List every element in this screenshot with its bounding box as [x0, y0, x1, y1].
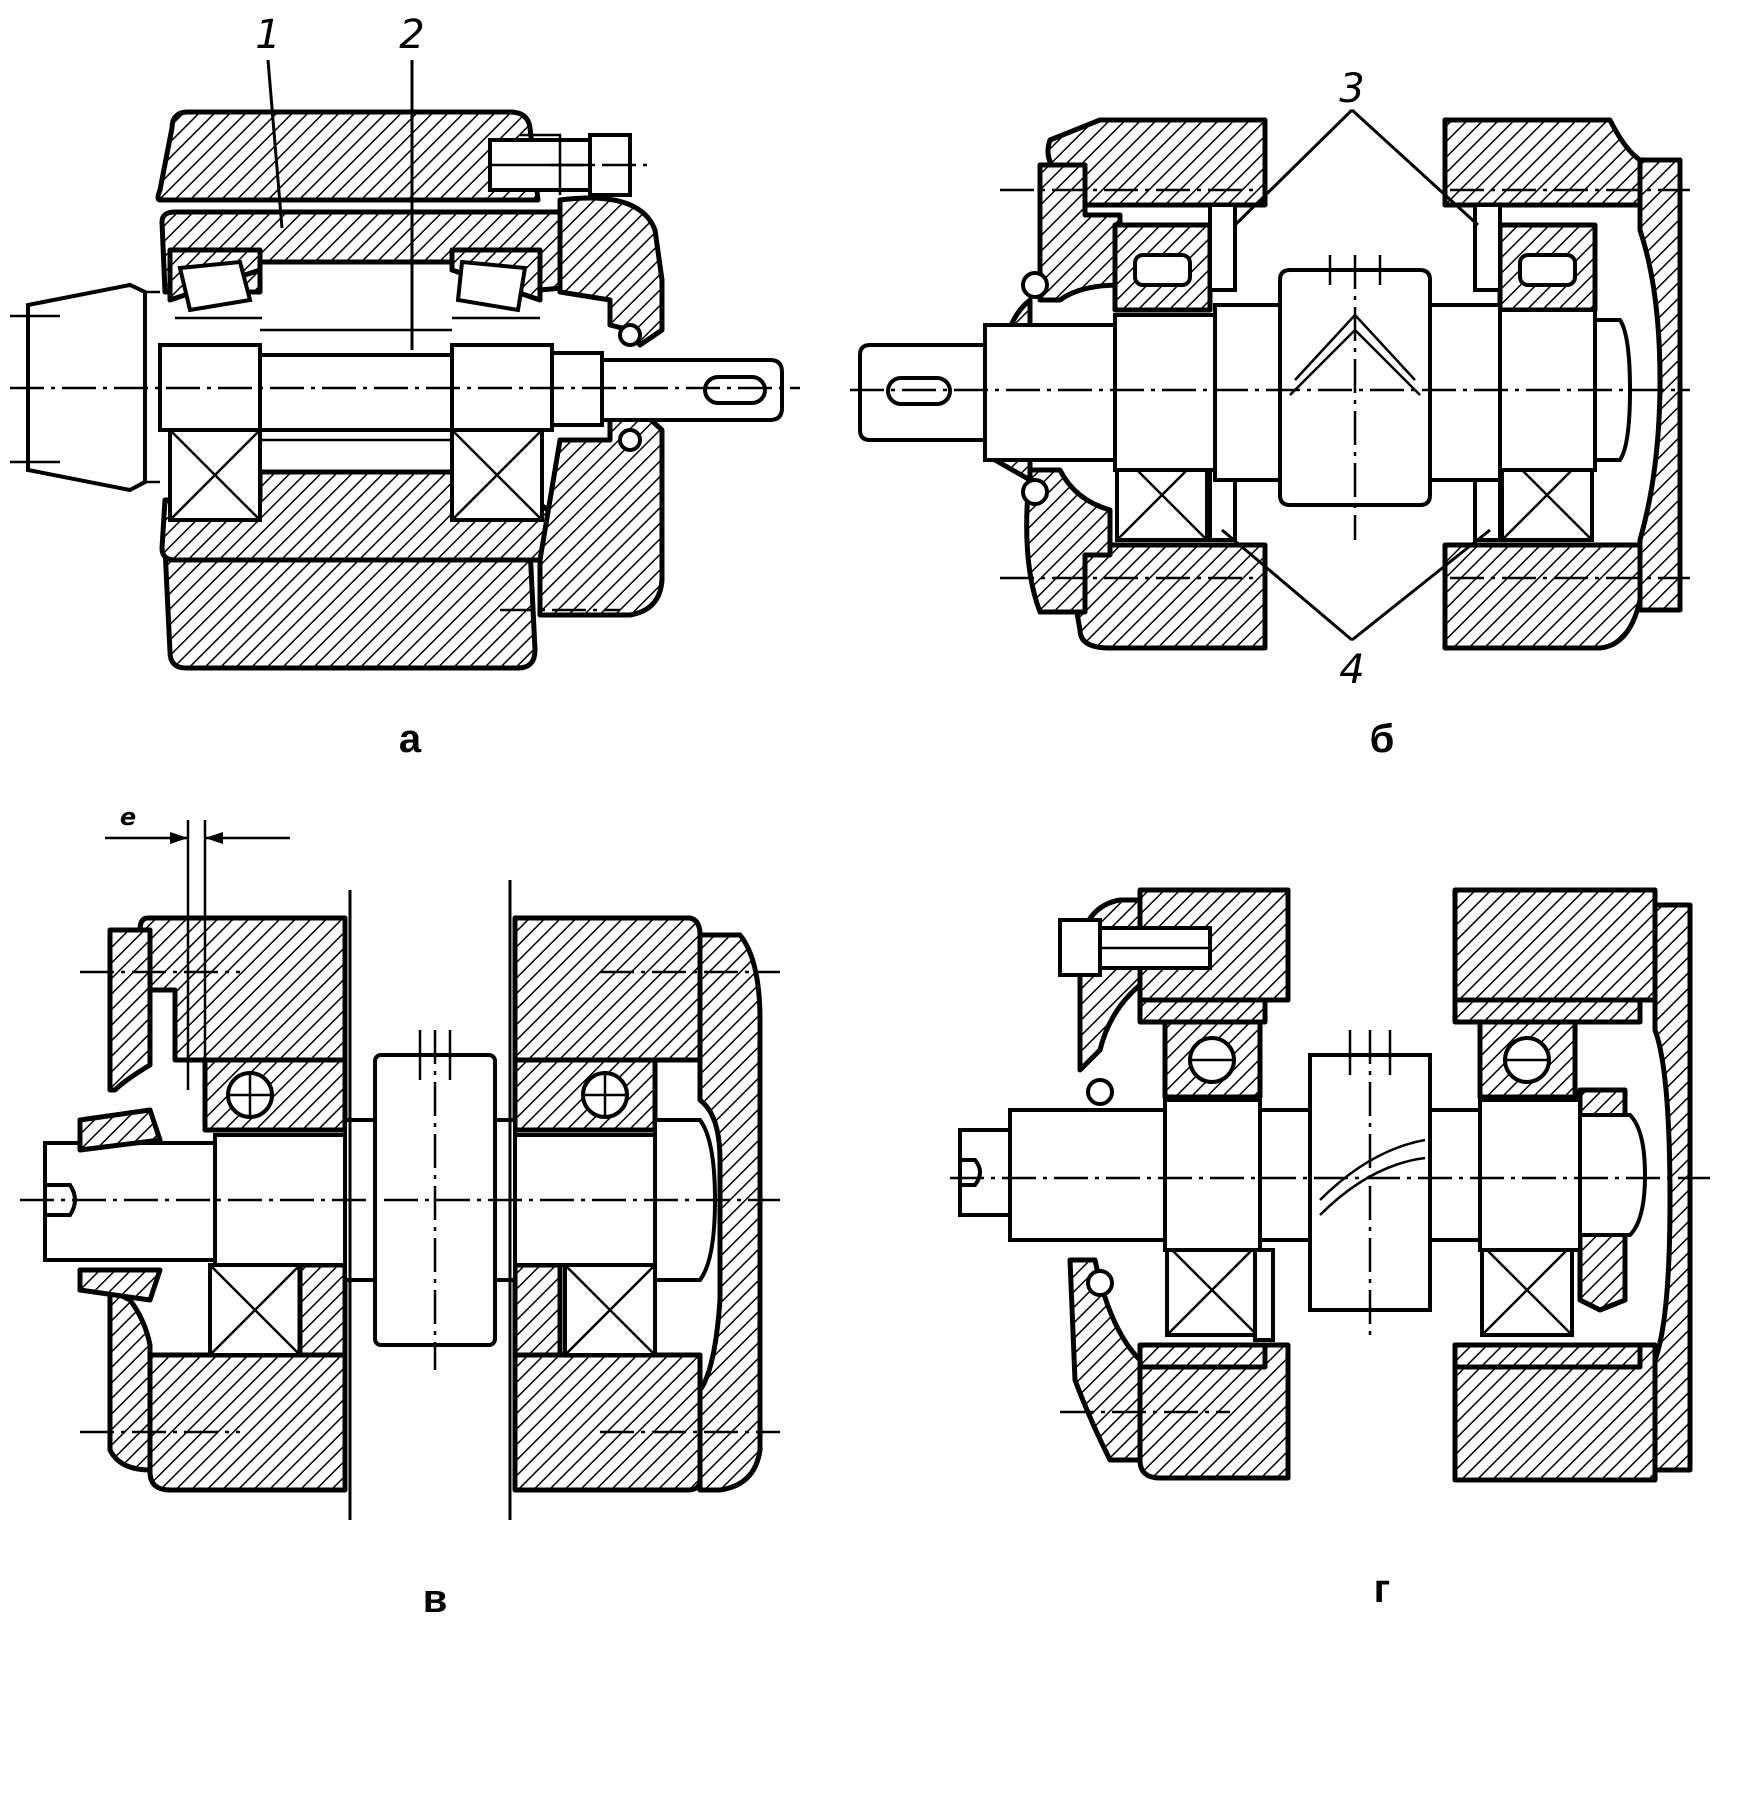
panel-v-right-ball-bearing	[512, 1057, 658, 1358]
panel-b-ring-3-right	[1473, 203, 1502, 292]
caption-a: а	[399, 717, 422, 761]
panel-b-right-housing	[1442, 117, 1643, 208]
panel-a-left-tapered-bearing	[167, 247, 263, 320]
panel-a-shaft	[158, 328, 784, 442]
callout-3: 3	[1339, 66, 1364, 112]
panel-b-shaft	[858, 268, 1633, 507]
panel-v-drawing	[20, 820, 780, 1520]
panel-a-right-tapered-bearing	[449, 247, 543, 320]
callout-4: 4	[1339, 647, 1364, 693]
gap-label-e: e	[120, 803, 136, 831]
panel-a-end-cover	[557, 195, 665, 348]
panel-g-drawing	[950, 887, 1710, 1483]
caption-g: г	[1374, 1567, 1391, 1611]
panel-b-left-ball-bearing	[1112, 222, 1213, 542]
panel-v-left-ball-bearing	[202, 1057, 348, 1358]
panel-a-housing	[155, 109, 541, 203]
panel-g-left-ball-bearing	[1162, 1019, 1275, 1342]
caption-v: в	[423, 1577, 448, 1621]
callout-1: 1	[255, 12, 280, 58]
panel-g-right-housing	[1452, 887, 1658, 1003]
panel-v-right-housing	[512, 915, 703, 1063]
callout-2: 2	[399, 12, 424, 58]
panel-g-bolt	[1058, 918, 1212, 977]
panel-v-left-housing	[137, 915, 348, 1063]
panel-b-right-ball-bearing	[1497, 222, 1598, 542]
panel-v-gap-dimension	[105, 820, 290, 1090]
panel-a-drawing	[10, 59, 800, 671]
panel-b-drawing	[850, 108, 1690, 651]
caption-b: б	[1370, 717, 1395, 761]
panel-b-ring-3-left	[1208, 203, 1237, 292]
panel-a-bush	[159, 209, 575, 295]
